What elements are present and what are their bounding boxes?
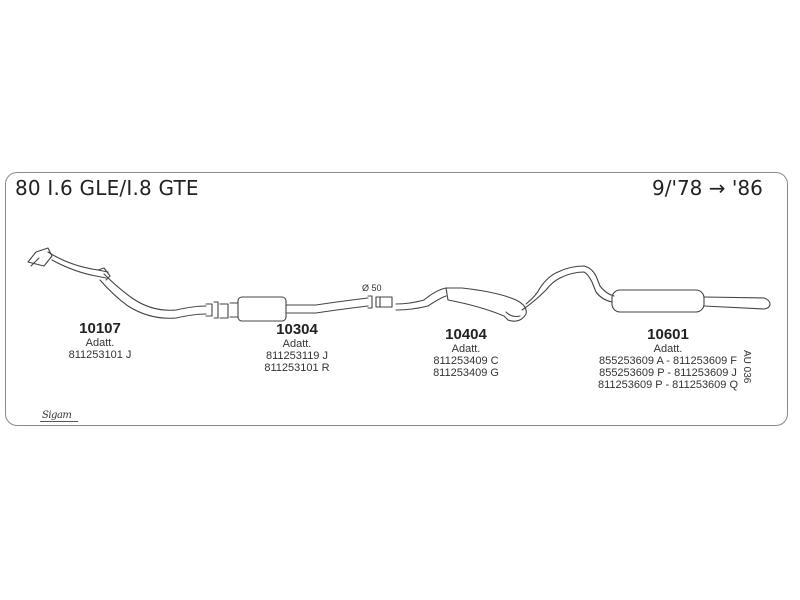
logo-underline	[40, 421, 78, 422]
part-number: 10404	[445, 326, 487, 343]
oem-code: 811253409 C	[433, 355, 499, 367]
part-label-10107: 10107 Adatt. 811253101 J	[56, 320, 144, 361]
diagram-frame	[5, 172, 788, 426]
oem-code: 811253409 G	[433, 367, 499, 379]
adatt-label: Adatt.	[85, 337, 115, 349]
oem-code: 811253119 J	[266, 350, 328, 362]
connector-sleeve-drawing	[375, 296, 393, 308]
adatt-label: Adatt.	[653, 343, 683, 355]
part-10107-drawing	[27, 247, 219, 319]
oem-code: 811253101 J	[68, 349, 132, 361]
oem-code: 855253609 P - 811253609 J	[599, 367, 737, 379]
oem-code: 811253101 R	[264, 362, 330, 374]
adatt-label: Adatt.	[451, 343, 481, 355]
part-label-10404: 10404 Adatt. 811253409 C 811253409 G	[418, 326, 514, 379]
part-number: 10304	[276, 321, 318, 338]
vehicle-title: 80 I.6 GLE/I.8 GTE	[15, 176, 199, 200]
brand-logo: Sigam	[42, 410, 72, 421]
part-label-10304: 10304 Adatt. 811253119 J 811253101 R	[250, 321, 344, 374]
oem-code: 811253609 P - 811253609 Q	[597, 379, 739, 391]
year-range: 9/'78 → '86	[652, 176, 763, 200]
part-number: 10107	[79, 320, 121, 337]
part-label-10601: 10601 Adatt. 855253609 A - 811253609 F 8…	[580, 326, 756, 391]
part-10404-drawing	[395, 271, 561, 322]
part-10601-drawing	[557, 265, 771, 313]
oem-code: 855253609 A - 811253609 F	[598, 355, 738, 367]
reference-code: AU 036	[741, 350, 752, 384]
part-10304-drawing	[219, 295, 373, 322]
diameter-label: Ø 50	[362, 283, 382, 293]
part-number: 10601	[647, 326, 689, 343]
adatt-label: Adatt.	[282, 338, 312, 350]
